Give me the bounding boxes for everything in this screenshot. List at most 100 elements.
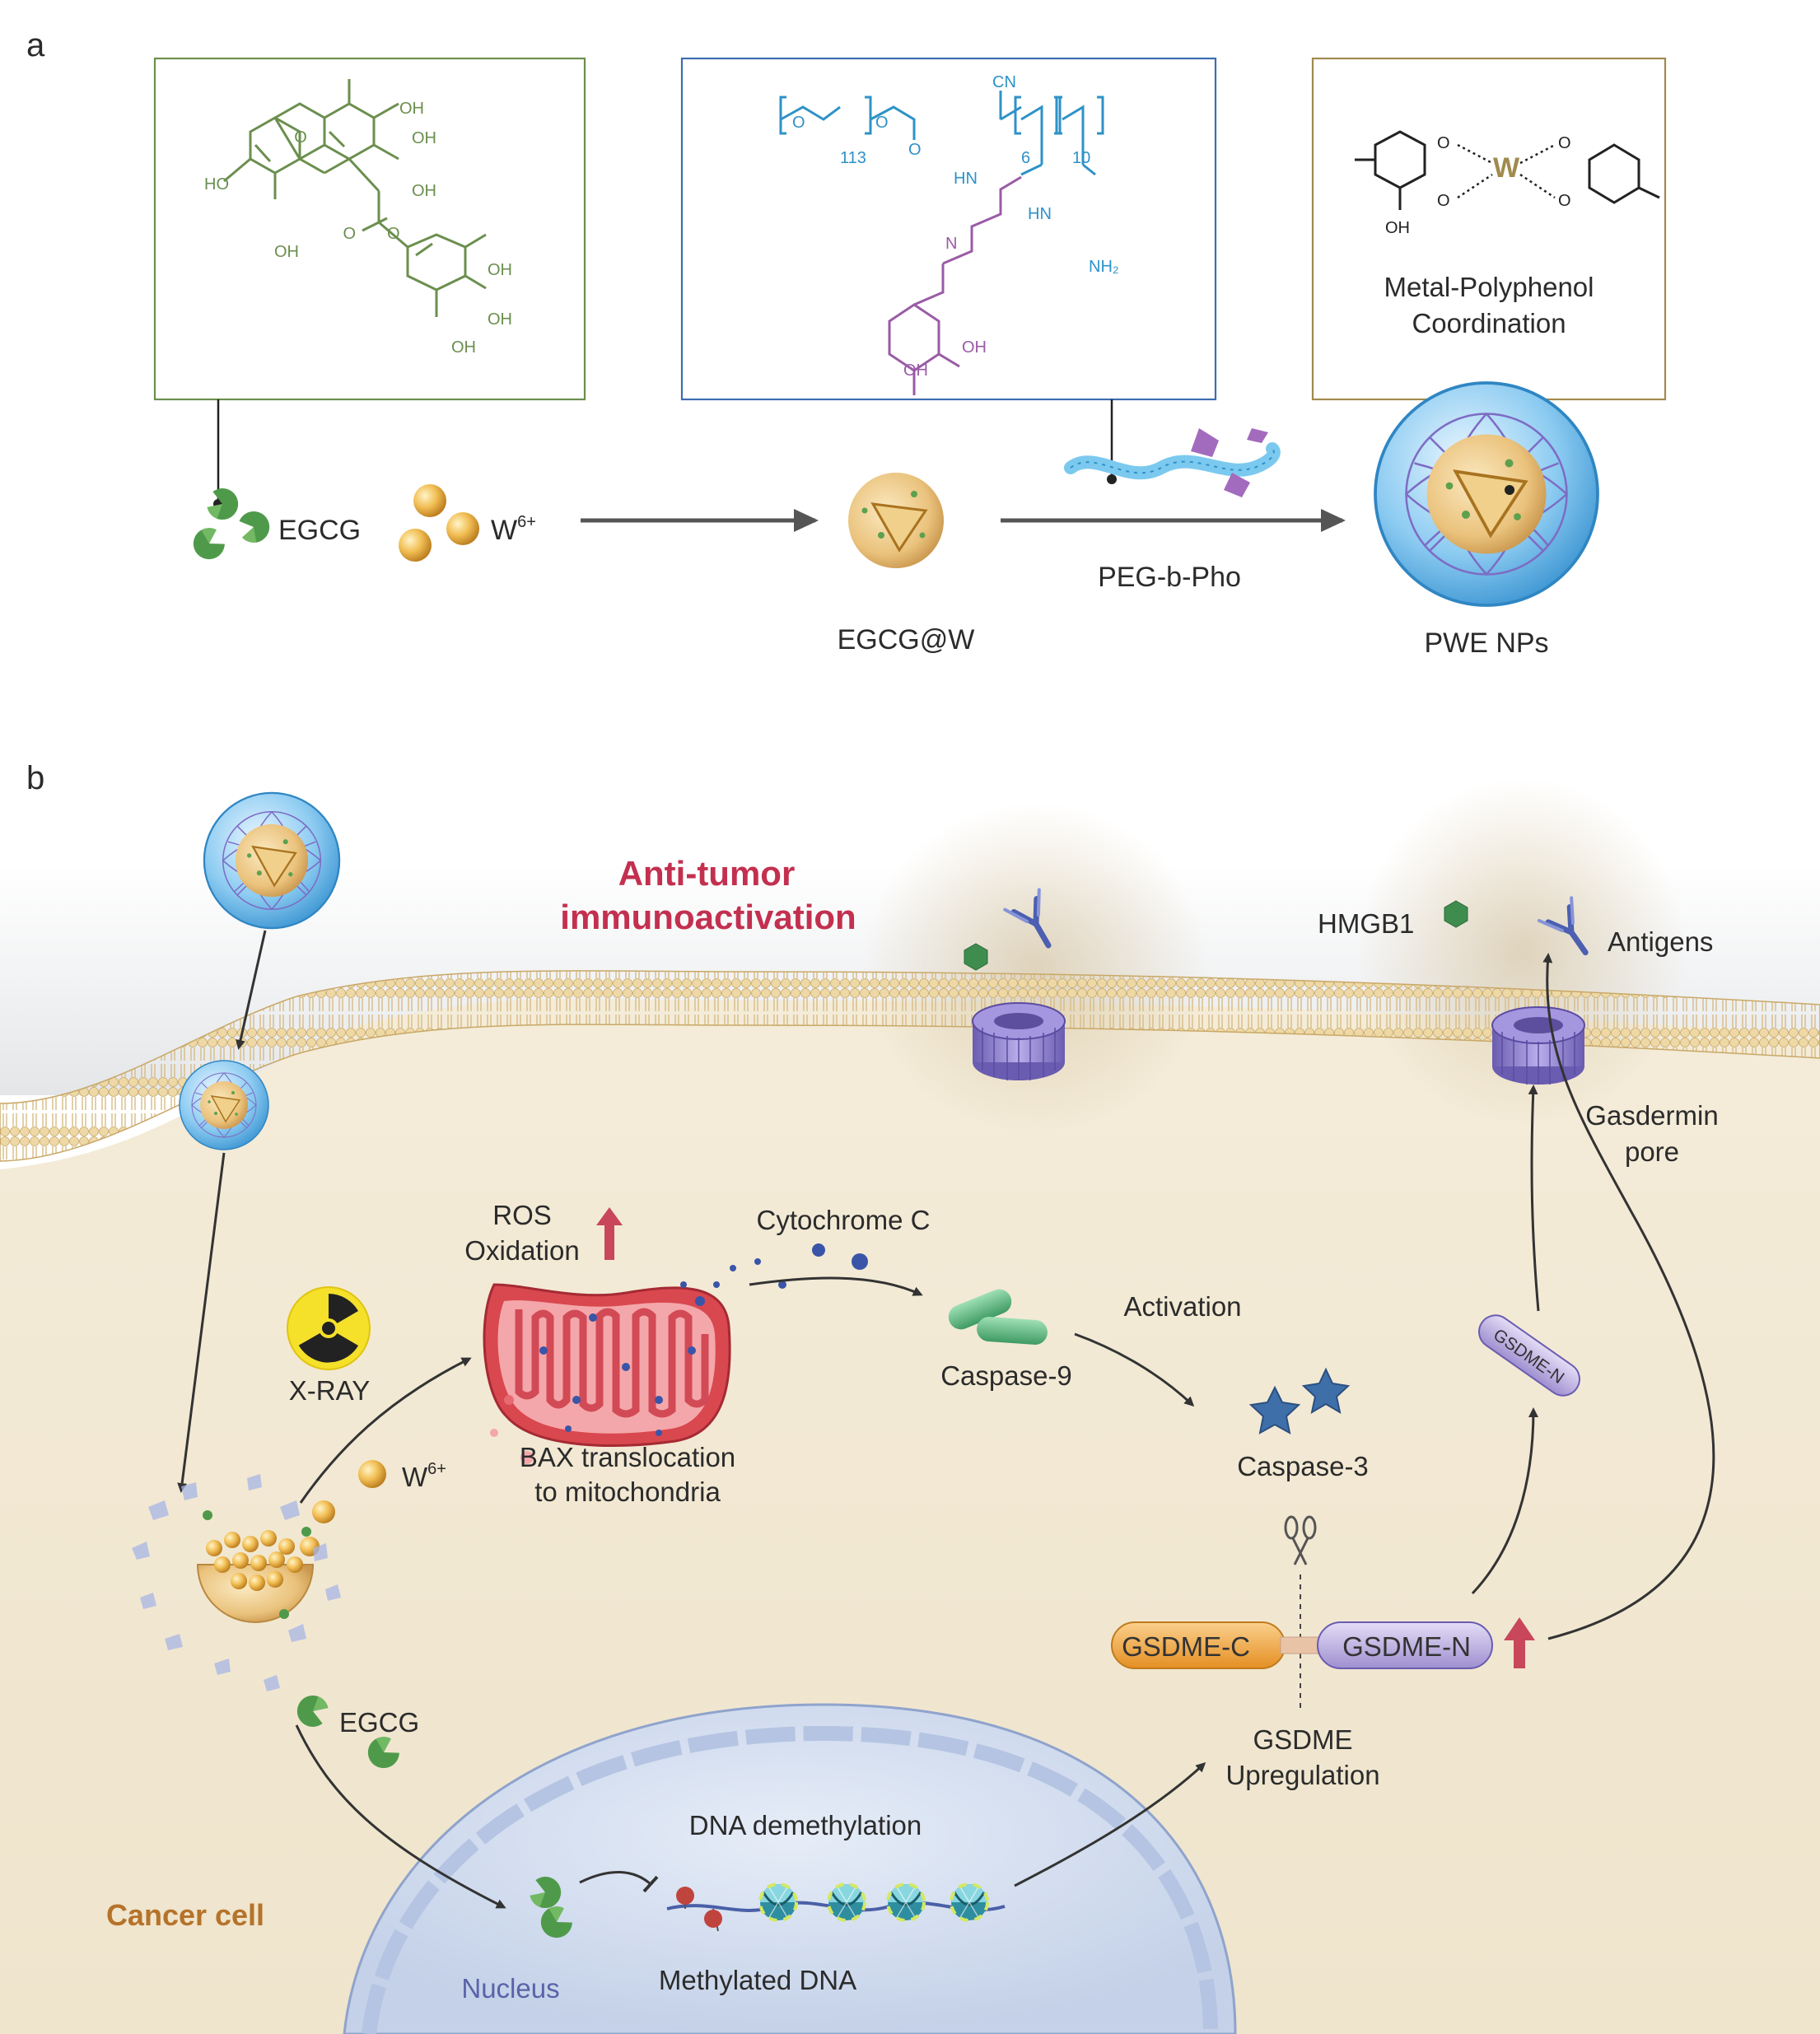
- gsdme-protein: [1111, 1621, 1493, 1669]
- polymer-atom-cn: CN: [992, 73, 1016, 91]
- egcg-atom-oh-g1: OH: [488, 261, 512, 279]
- caspase-3-icon: [1248, 1367, 1351, 1435]
- caspase-9-icon: [948, 1289, 1048, 1345]
- oxidation-label: Oxidation: [464, 1235, 579, 1266]
- coordination-structure: [1355, 130, 1660, 210]
- polymer-atom-nh2: NH₂: [1089, 258, 1119, 276]
- panel-a-letter: a: [26, 27, 45, 63]
- mitochondrion: [483, 1265, 736, 1464]
- upreg-label-line1: GSDME: [1253, 1724, 1352, 1755]
- coord-metal-w: W: [1493, 152, 1520, 184]
- egcg-atom-oh-g3: OH: [451, 338, 476, 357]
- dna-demethylation-label: DNA demethylation: [689, 1810, 922, 1840]
- bax-label-line1: BAX translocation: [520, 1442, 735, 1472]
- cyto-c-dot-4: [852, 1253, 868, 1270]
- arrow-upreg-to-antigens: [1542, 953, 1715, 1640]
- coord-atom-o3: O: [1558, 134, 1571, 152]
- polymer-atom-n: N: [945, 235, 957, 253]
- panel-b-letter: b: [26, 760, 44, 796]
- arrow-w-to-mito: [299, 1357, 472, 1504]
- pwe-label: PWE NPs: [1424, 627, 1548, 659]
- nucleus-label: Nucleus: [461, 1973, 559, 2004]
- egcg-atom-oh-top3: OH: [412, 182, 436, 200]
- anti-tumor-line1: Anti-tumor: [618, 854, 796, 893]
- polymer-atom-oh2: OH: [903, 362, 928, 380]
- gasdermin-pore-left: [972, 1002, 1066, 1081]
- polymer-count-6: 6: [1021, 149, 1030, 167]
- coord-atom-o1: O: [1437, 134, 1450, 152]
- egcg-structure: [223, 79, 487, 317]
- polymer-structure-box: O O O CN 113 6 10 HN HN NH₂ N OH OH: [680, 57, 1217, 401]
- gsdme-n-label: GSDME-N: [1342, 1631, 1471, 1662]
- w-ion-label-a: W6+: [491, 513, 536, 546]
- methylated-dna-label: Methylated DNA: [659, 1965, 856, 1995]
- polymer-atom-hn2: HN: [1028, 205, 1052, 223]
- cancer-cell-label: Cancer cell: [106, 1898, 264, 1932]
- w-ion-b1: [358, 1460, 386, 1488]
- polymer-atom-hn1: HN: [954, 170, 978, 188]
- coord-atom-o2: O: [1437, 192, 1450, 210]
- anti-tumor-line2: immunoactivation: [560, 898, 856, 936]
- coord-atom-oh: OH: [1385, 219, 1410, 237]
- egcg-atom-oh-g2: OH: [488, 310, 512, 329]
- cytoplasm: [0, 998, 1820, 2034]
- pwe-np-b-membrane: [179, 1060, 269, 1150]
- scissors-icon: [1284, 1515, 1317, 1565]
- arrow-np-to-membrane: [236, 930, 267, 1050]
- gasdermin-label-line1: Gasdermin: [1585, 1100, 1718, 1131]
- egcg-atom-oh-bottom: OH: [274, 243, 299, 261]
- arrow-gsdme-to-pore: [1528, 1085, 1540, 1312]
- ros-label: ROS: [492, 1200, 552, 1230]
- arrow-membrane-to-lysis: [177, 1152, 226, 1493]
- xray-icon: [287, 1286, 371, 1370]
- egcg-label-a: EGCG: [278, 515, 361, 546]
- coordination-box: O O O O OH W Metal-Polyphenol Coordinati…: [1311, 57, 1667, 401]
- egcg-atom-ho-left: HO: [204, 175, 229, 194]
- polymer-count-113: 113: [840, 149, 866, 167]
- egcg-atom-oh-top1: OH: [399, 100, 424, 118]
- gasdermin-pore-right: [1491, 1006, 1585, 1085]
- bax-label-line2: to mitochondria: [534, 1477, 721, 1507]
- egcg-structure-box: HO OH O OH OH OH O O OH OH OH: [153, 57, 586, 401]
- cyto-c-dot-2: [778, 1281, 786, 1289]
- egcg-atom-o-carbonyl: O: [343, 225, 356, 243]
- gsdme-c-label: GSDME-C: [1122, 1631, 1250, 1662]
- coord-atom-o4: O: [1558, 192, 1571, 210]
- pwe-np-a: [1374, 381, 1599, 607]
- cell-membrane: [0, 970, 1820, 1162]
- gsdme-up-arrow: [1504, 1617, 1535, 1668]
- egcg-atom-o-ester: O: [387, 225, 400, 243]
- caspase-9-label: Caspase-9: [940, 1360, 1072, 1391]
- peg-b-pho-structure: [779, 91, 1104, 176]
- inhibit-demethylation: [579, 1871, 659, 1893]
- coord-caption-line1: Metal-Polyphenol: [1384, 272, 1594, 302]
- arrow-casp9-to-casp3: [1074, 1332, 1195, 1407]
- antigens-label: Antigens: [1608, 926, 1713, 957]
- egcg-atom-oh-top2: OH: [412, 129, 436, 147]
- upreg-label-line2: Upregulation: [1225, 1760, 1379, 1790]
- peg-label: PEG-b-Pho: [1098, 562, 1241, 593]
- lysed-nanoparticle: [132, 1474, 341, 1691]
- w-ion-label-b: W6+: [402, 1460, 446, 1492]
- egcg-molecules: [187, 484, 273, 566]
- hmgb1-label: HMGB1: [1318, 908, 1414, 939]
- ros-up-arrow: [596, 1207, 623, 1260]
- activation-label: Activation: [1123, 1291, 1241, 1322]
- egcgw-label: EGCG@W: [838, 624, 975, 655]
- cyto-c-dot-1: [754, 1258, 761, 1265]
- pwe-np-b-outside: [203, 791, 341, 930]
- nucleus: [343, 1703, 1237, 2034]
- cytochrome-label: Cytochrome C: [757, 1205, 931, 1235]
- arrow-egcg-to-nucleus: [295, 1724, 506, 1909]
- polymer-atom-o3: O: [908, 141, 922, 159]
- polymer-atom-o1: O: [792, 114, 805, 132]
- polymer-atom-oh1: OH: [962, 338, 987, 357]
- xray-label: X-RAY: [289, 1375, 370, 1406]
- w-ions-a: [399, 484, 479, 562]
- egcg-label-b: EGCG: [339, 1707, 419, 1738]
- pore-halo-left: [862, 803, 1208, 1132]
- arrow-mito-to-casp9: [749, 1276, 923, 1296]
- methyl-groups: [676, 1887, 722, 1932]
- polymer-atom-o2: O: [875, 114, 889, 132]
